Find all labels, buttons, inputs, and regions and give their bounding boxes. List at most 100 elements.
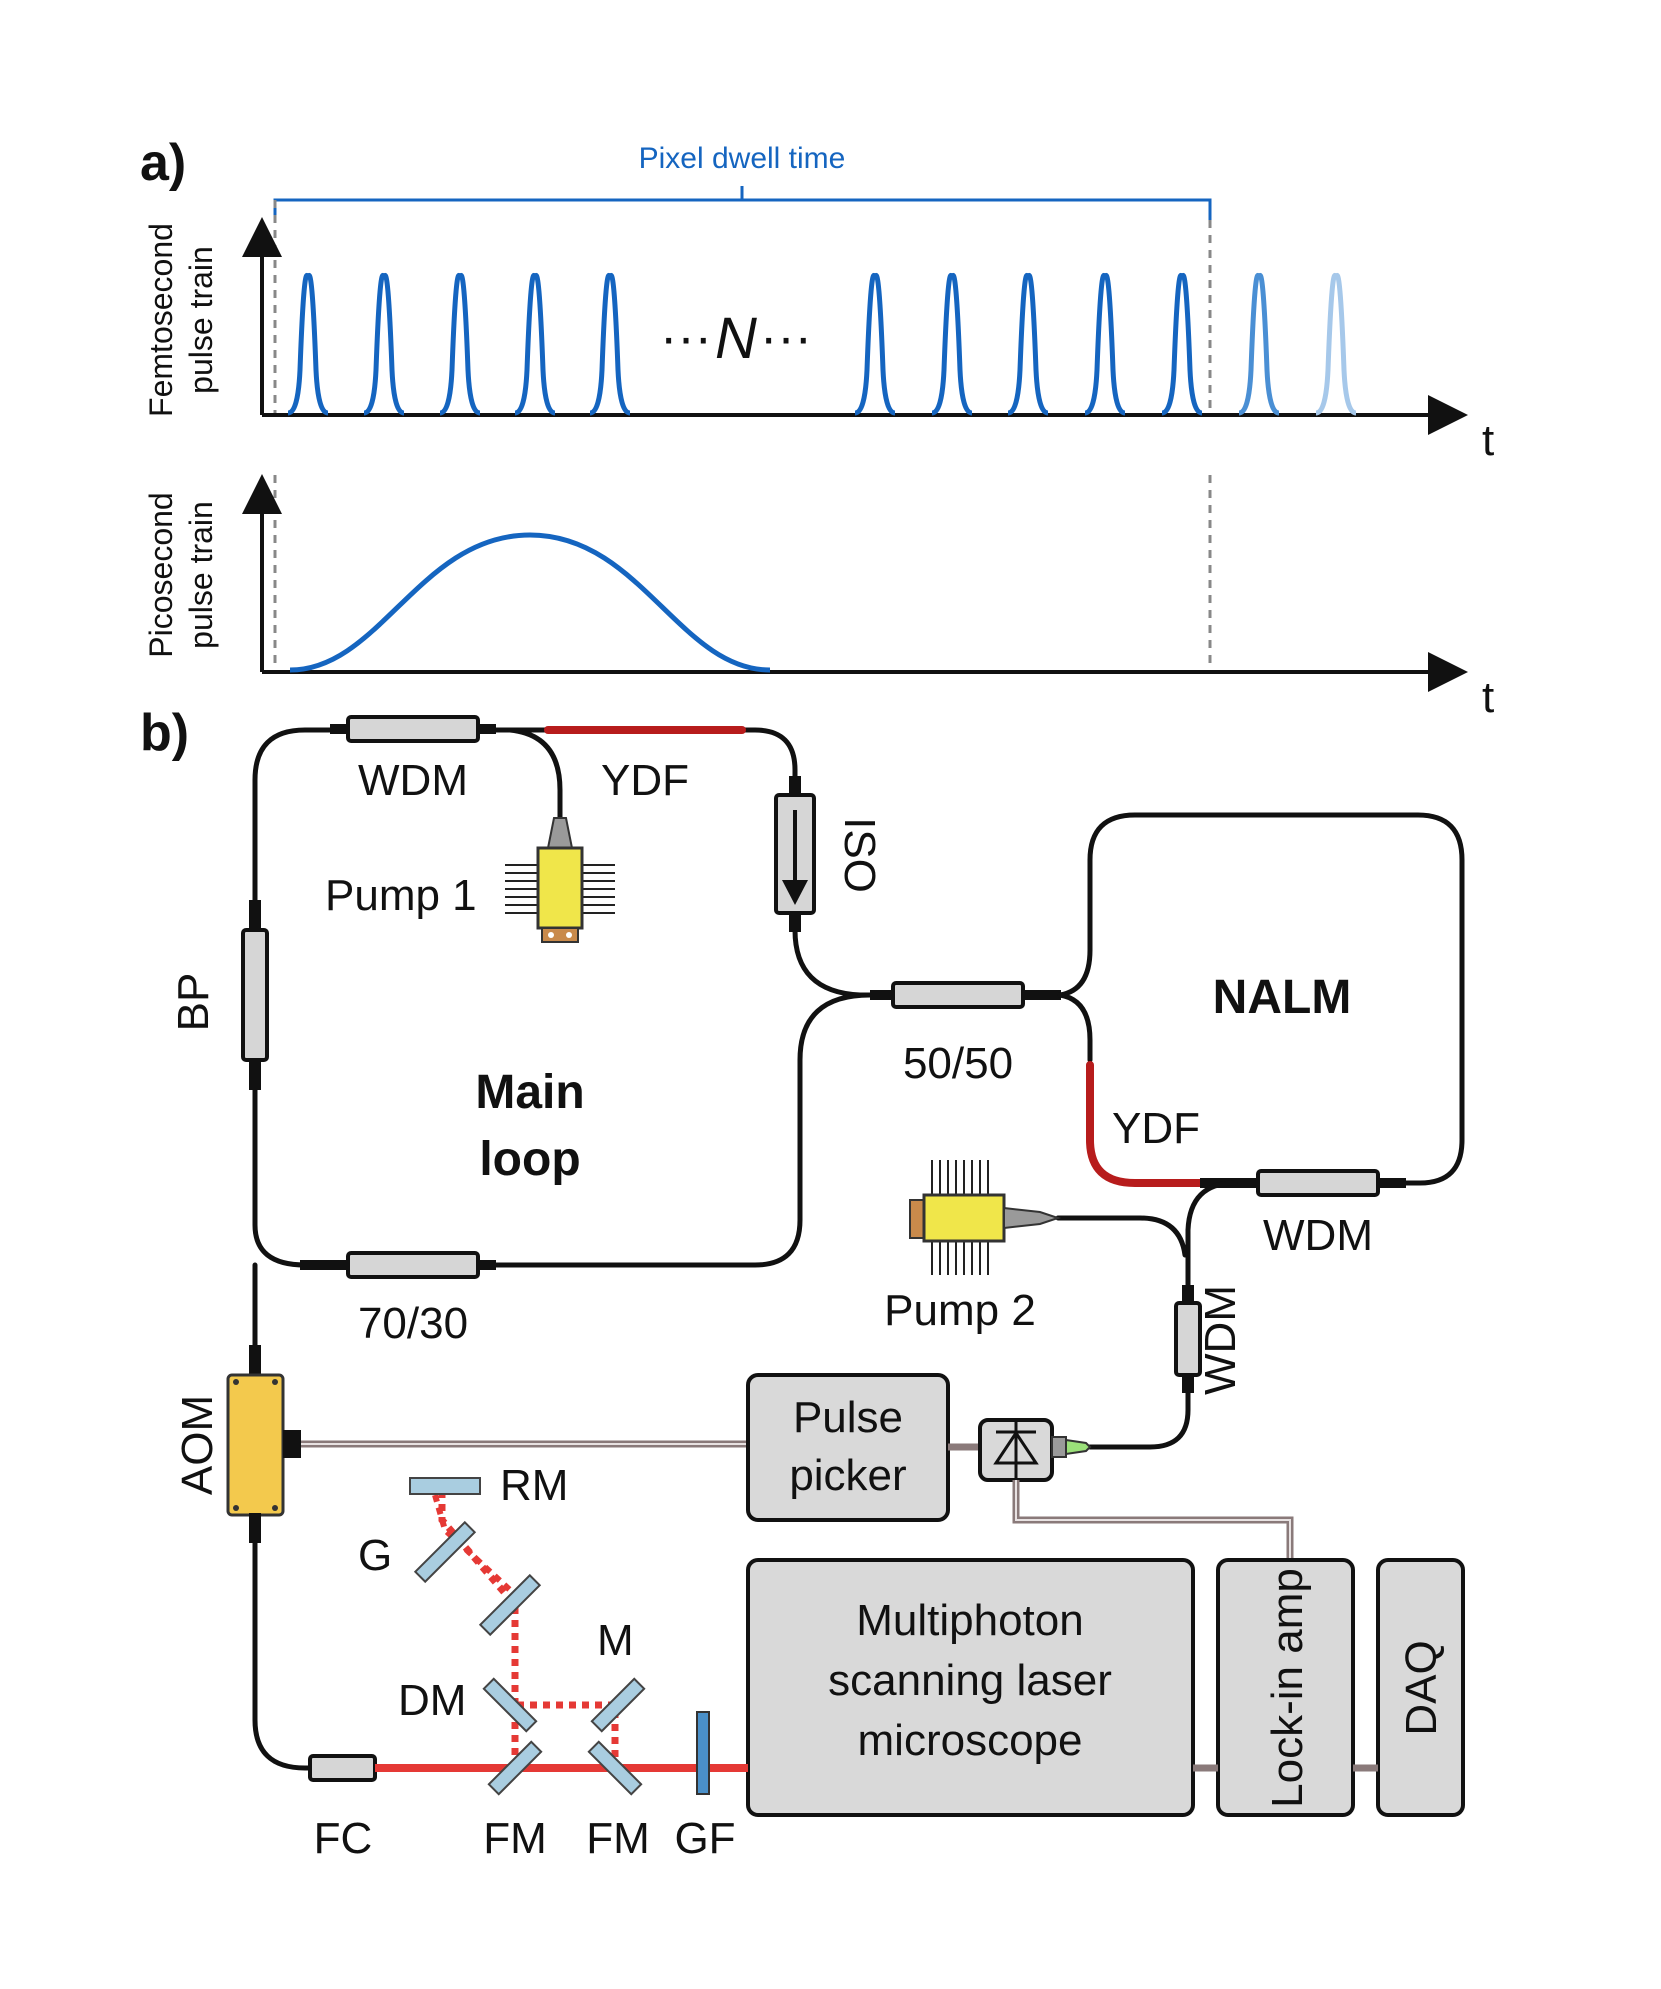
flip-path-beam [511,1701,619,1768]
coupler-7030 [346,1251,480,1279]
pump2-diode [909,1160,1062,1275]
grating-path-beam [438,1490,519,1705]
femto-pulse-fading [1238,273,1280,416]
m-mirror [590,1677,646,1733]
pico-t-label: t [1482,673,1494,722]
pump1-fiber [507,727,563,833]
femto-pulse [1007,273,1049,416]
wdm-nalm-ferrule-right [1376,1178,1406,1188]
microscope-line2: scanning laser [828,1656,1112,1705]
bp-label: BP [169,973,218,1032]
coupler-5050-ferrule-left [870,990,895,1000]
coupler-5050-label: 50/50 [903,1039,1013,1088]
pulse-picker-line2: picker [789,1451,906,1500]
dots-left: ··· [660,309,712,367]
femto-pulse [439,273,481,416]
aom-ferrule-top [249,1345,261,1377]
aom-label: AOM [173,1395,222,1495]
nalm-label: NALM [1213,971,1352,1024]
panel-a: a) Pixel dwell time t Femtosecond pulse … [140,134,1494,722]
iso-label-group: ISO [835,817,884,893]
femto-axis-line1: Femtosecond [143,223,179,417]
nalm-loop-fiber-upper [1057,812,1465,1186]
wdm-vertical-label: WDM [1196,1285,1245,1395]
panel-b: b) WDM YDF ISO [140,704,1465,1863]
wdm-nalm-label: WDM [1263,1211,1373,1260]
aom-label-group: AOM [173,1395,222,1495]
dwell-label: Pixel dwell time [639,142,846,175]
bp-ferrule-top [249,900,261,932]
wdm-vertical-ferrule-top [1182,1285,1194,1305]
daq-label-group: DAQ [1397,1640,1446,1735]
tap-to-detector-fiber [1087,1372,1191,1450]
aom-to-fc-fiber [252,1540,313,1771]
n-label: N [715,306,757,371]
wdm-vertical-label-group: WDM [1196,1285,1245,1395]
m-label: M [597,1616,634,1665]
gf-filter [696,1711,710,1795]
detector-fc-connector [1051,1436,1067,1458]
wdm-top-coupler [346,715,480,743]
fm2-mirror [587,1740,643,1796]
dwell-bracket [273,198,1212,220]
wdm-top-label: WDM [358,756,468,805]
pico-envelope [289,532,771,673]
femto-pulse [287,273,329,416]
daq-box [1376,1558,1465,1817]
nalm-loop-fiber-to-ydf [1057,992,1093,1063]
main-loop-bottom-fiber [252,992,873,1268]
iso-to-5050-fiber [792,927,893,998]
main-loop-label-line1: Main [475,1066,584,1119]
femto-pulse [589,273,631,416]
fc-collimator [308,1754,377,1782]
ydf-nalm-label: YDF [1112,1104,1200,1153]
fc-label: FC [314,1814,373,1863]
microscope-line1: Multiphoton [856,1596,1083,1645]
femto-t-label: t [1482,416,1494,465]
bp-label-group: BP [169,973,218,1032]
rm-label: RM [500,1461,568,1510]
lockin-label: Lock-in amp [1263,1568,1312,1808]
coupler-5050 [891,981,1025,1009]
aom-rf-connector [283,1430,301,1458]
panel-a-label: a) [140,134,186,192]
coupler-5050-ferrule-right [1021,990,1061,1000]
g-label: G [358,1531,392,1580]
dm-mirror [482,1677,538,1733]
pump2-fiber [1055,1215,1188,1258]
aom-body [226,1373,285,1517]
ydf-top-label: YDF [601,756,689,805]
fm1-label: FM [483,1814,547,1863]
femto-axis-line2: pulse train [183,246,219,394]
wdm-to-vertical-wdm-fiber [1185,1180,1238,1303]
pico-axis-label: Picosecond pulse train [143,492,219,657]
femto-pulse [931,273,973,416]
pump1-diode [505,817,615,943]
femto-pulse-faded [1315,273,1357,416]
daq-label: DAQ [1397,1640,1446,1735]
fm2-label: FM [586,1814,650,1863]
iso-ferrule-top [789,776,801,796]
bp-filter [241,928,269,1062]
femto-pulse [854,273,896,416]
panel-b-label: b) [140,704,189,762]
pico-axis-line1: Picosecond [143,492,179,657]
coupler-7030-ferrule-right [476,1260,496,1270]
gf-label: GF [674,1814,735,1863]
bp-ferrule-bottom [249,1058,261,1090]
wdm-vertical-ferrule-bottom [1182,1373,1194,1393]
microscope-box [746,1558,1195,1817]
grating [413,1520,477,1584]
coupler-7030-label: 70/30 [358,1299,468,1348]
wdm-nalm-coupler [1256,1169,1380,1197]
dm-label: DM [398,1676,466,1725]
femto-pulse [514,273,556,416]
pulse-picker-line1: Pulse [793,1393,903,1442]
iso-ferrule-bottom [789,912,801,932]
iso-label: ISO [835,817,884,893]
pico-axis-line2: pulse train [183,501,219,649]
wdm-top-ferrule-left [330,724,350,734]
pump1-label: Pump 1 [325,871,477,920]
lockin-box [1216,1558,1355,1817]
